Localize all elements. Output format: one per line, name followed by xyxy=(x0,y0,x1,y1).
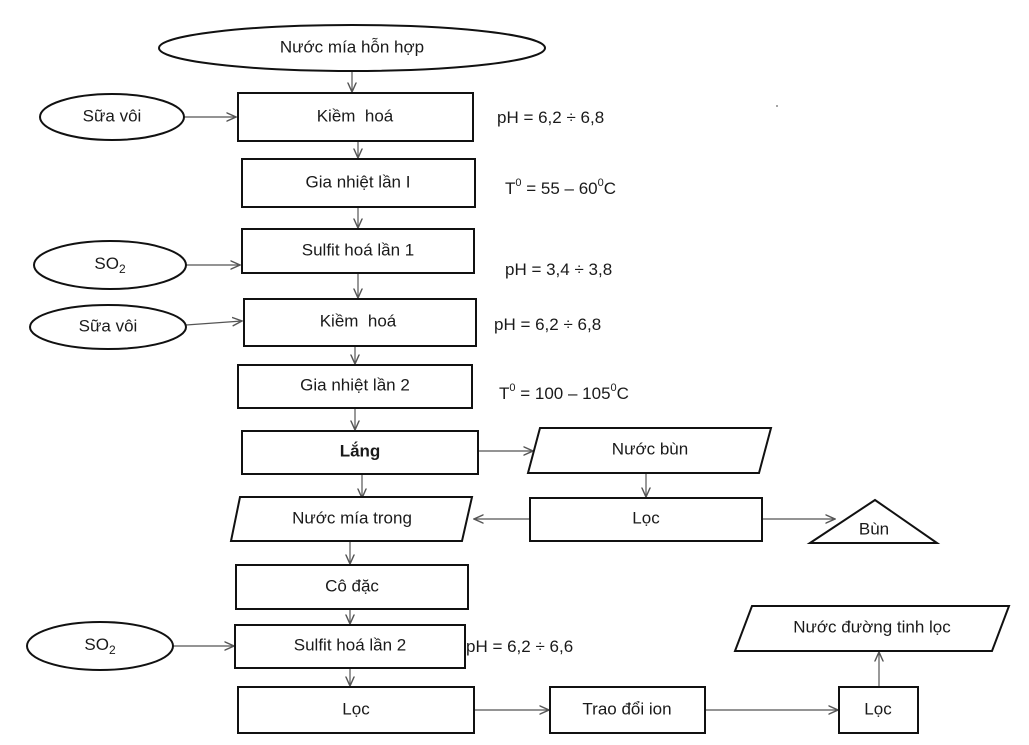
node-kiem-hoa-1: Kiềm hoá xyxy=(237,92,474,142)
annotations: pH = 6,2 ÷ 6,8 T0 = 55 – 600C pH = 3,4 ÷… xyxy=(466,108,629,656)
node-sulfit-2-label: Sulfit hoá lần 2 xyxy=(294,635,406,654)
annotation-ph-1: pH = 6,2 ÷ 6,8 xyxy=(497,108,604,127)
node-sulfit-1-label: Sulfit hoá lần 1 xyxy=(302,240,414,259)
stray-dot xyxy=(776,105,778,107)
node-trao-doi-ion-label: Trao đổi ion xyxy=(582,699,671,718)
node-sua-voi-1: Sữa vôi xyxy=(39,93,185,141)
node-gia-nhiet-1-label: Gia nhiệt lần I xyxy=(306,172,411,191)
node-loc-1-label: Lọc xyxy=(632,508,660,527)
node-sulfit-2: Sulfit hoá lần 2 xyxy=(234,624,466,669)
node-sulfit-1: Sulfit hoá lần 1 xyxy=(241,228,475,274)
node-start: Nước mía hỗn hợp xyxy=(158,24,546,72)
node-gia-nhiet-1: Gia nhiệt lần I xyxy=(241,158,476,208)
node-loc-3-label: Lọc xyxy=(864,699,892,718)
node-nuoc-mia-trong: Nước mía trong xyxy=(229,496,474,542)
node-lang-label: Lắng xyxy=(340,441,381,460)
annotation-temp-2: T0 = 100 – 1050C xyxy=(499,382,629,403)
annotation-temp-1: T0 = 55 – 600C xyxy=(505,177,616,198)
node-loc-2: Lọc xyxy=(237,686,475,734)
annotation-ph-2: pH = 3,4 ÷ 3,8 xyxy=(505,260,612,279)
node-trao-doi-ion: Trao đổi ion xyxy=(549,686,706,734)
node-co-dac: Cô đặc xyxy=(235,564,469,610)
node-kiem-hoa-1-label: Kiềm hoá xyxy=(317,106,394,125)
annotation-ph-4: pH = 6,2 ÷ 6,6 xyxy=(466,637,573,656)
node-lang: Lắng xyxy=(241,430,479,475)
node-start-label: Nước mía hỗn hợp xyxy=(280,37,424,56)
node-loc-2-label: Lọc xyxy=(342,699,370,718)
node-so2-2: SO2 xyxy=(26,621,174,671)
node-sua-voi-1-label: Sữa vôi xyxy=(83,106,142,125)
annotation-ph-3: pH = 6,2 ÷ 6,8 xyxy=(494,315,601,334)
node-gia-nhiet-2-label: Gia nhiệt lần 2 xyxy=(300,375,410,394)
node-gia-nhiet-2: Gia nhiệt lần 2 xyxy=(237,364,473,409)
node-bun: Bùn xyxy=(806,498,941,544)
node-bun-label: Bùn xyxy=(859,519,889,538)
edge-sua-voi-2-to-kiem-hoa-2 xyxy=(185,321,242,325)
node-nuoc-mia-trong-label: Nước mía trong xyxy=(292,508,412,527)
node-nuoc-bun-label: Nước bùn xyxy=(612,439,688,458)
node-co-dac-label: Cô đặc xyxy=(325,576,379,595)
node-sua-voi-2-label: Sữa vôi xyxy=(79,316,138,335)
node-loc-3: Lọc xyxy=(838,686,919,734)
node-so2-1-label: SO2 xyxy=(94,254,126,276)
node-nuoc-duong: Nước đường tinh lọc xyxy=(733,605,1011,652)
node-nuoc-bun: Nước bùn xyxy=(526,427,773,474)
edges xyxy=(173,70,879,710)
node-so2-1: SO2 xyxy=(33,240,187,290)
node-sua-voi-2: Sữa vôi xyxy=(29,304,187,350)
node-loc-1: Lọc xyxy=(529,497,763,542)
node-so2-2-label: SO2 xyxy=(84,635,116,657)
node-nuoc-duong-label: Nước đường tinh lọc xyxy=(793,617,951,636)
node-kiem-hoa-2-label: Kiềm hoá xyxy=(320,311,397,330)
node-kiem-hoa-2: Kiềm hoá xyxy=(243,298,477,347)
